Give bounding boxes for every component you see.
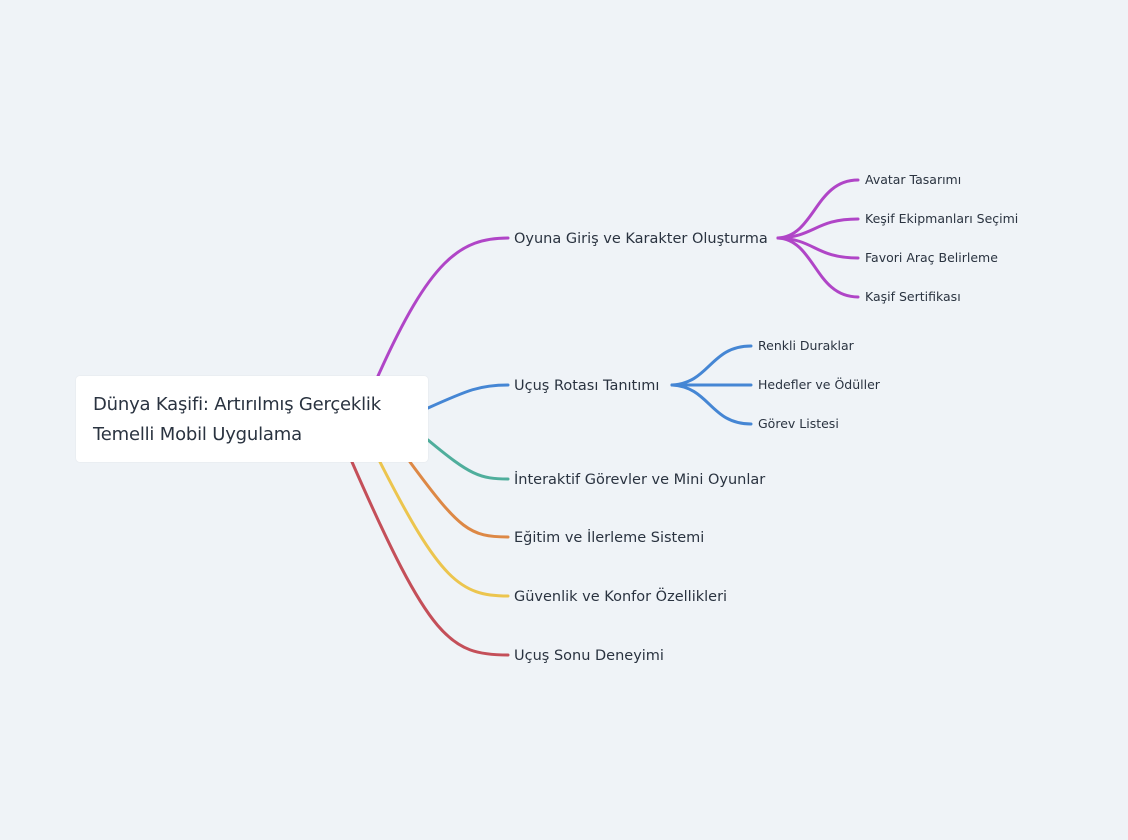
edge-root-branch-1: [426, 383, 510, 410]
leaf-node-goals-rewards[interactable]: Hedefler ve Ödüller: [758, 377, 880, 392]
branch-node-interactive-tasks[interactable]: İnteraktif Görevler ve Mini Oyunlar: [514, 472, 766, 488]
edge-branch-0-child-1: [776, 217, 860, 240]
leaf-node-favorite-vehicle[interactable]: Favori Araç Belirleme: [865, 250, 998, 265]
root-node[interactable]: Dünya Kaşifi: Artırılmış Gerçeklik Temel…: [76, 376, 428, 462]
branch-node-safety[interactable]: Güvenlik ve Konfor Özellikleri: [514, 589, 728, 605]
branch-node-flight-route[interactable]: Uçuş Rotası Tanıtımı: [514, 378, 660, 394]
branch-node-flight-end[interactable]: Uçuş Sonu Deneyimi: [514, 648, 664, 664]
edge-branch-0-child-0: [776, 178, 860, 240]
leaf-node-explorer-certificate[interactable]: Kaşif Sertifikası: [865, 289, 961, 304]
edge-root-branch-2: [426, 438, 510, 481]
root-title-line-1: Dünya Kaşifi: Artırılmış Gerçeklik: [93, 394, 381, 415]
edge-root-branch-3: [408, 460, 510, 539]
edge-branch-1-child-0: [670, 344, 753, 387]
edge-branch-0-child-3: [776, 236, 860, 299]
leaf-node-equipment-selection[interactable]: Keşif Ekipmanları Seçimi: [865, 211, 1019, 226]
edge-branch-1-child-2: [670, 383, 753, 426]
branch-node-onboarding[interactable]: Oyuna Giriş ve Karakter Oluşturma: [514, 231, 768, 247]
leaf-node-task-list[interactable]: Görev Listesi: [758, 416, 839, 431]
edge-root-branch-0: [376, 236, 510, 378]
leaf-node-colorful-stops[interactable]: Renkli Duraklar: [758, 338, 854, 353]
branch-node-education[interactable]: Eğitim ve İlerleme Sistemi: [514, 530, 705, 546]
leaf-node-avatar-design[interactable]: Avatar Tasarımı: [865, 172, 962, 187]
edge-root-branch-4: [378, 460, 510, 598]
root-title-line-2: Temelli Mobil Uygulama: [93, 424, 302, 445]
edge-root-branch-5: [350, 460, 510, 657]
